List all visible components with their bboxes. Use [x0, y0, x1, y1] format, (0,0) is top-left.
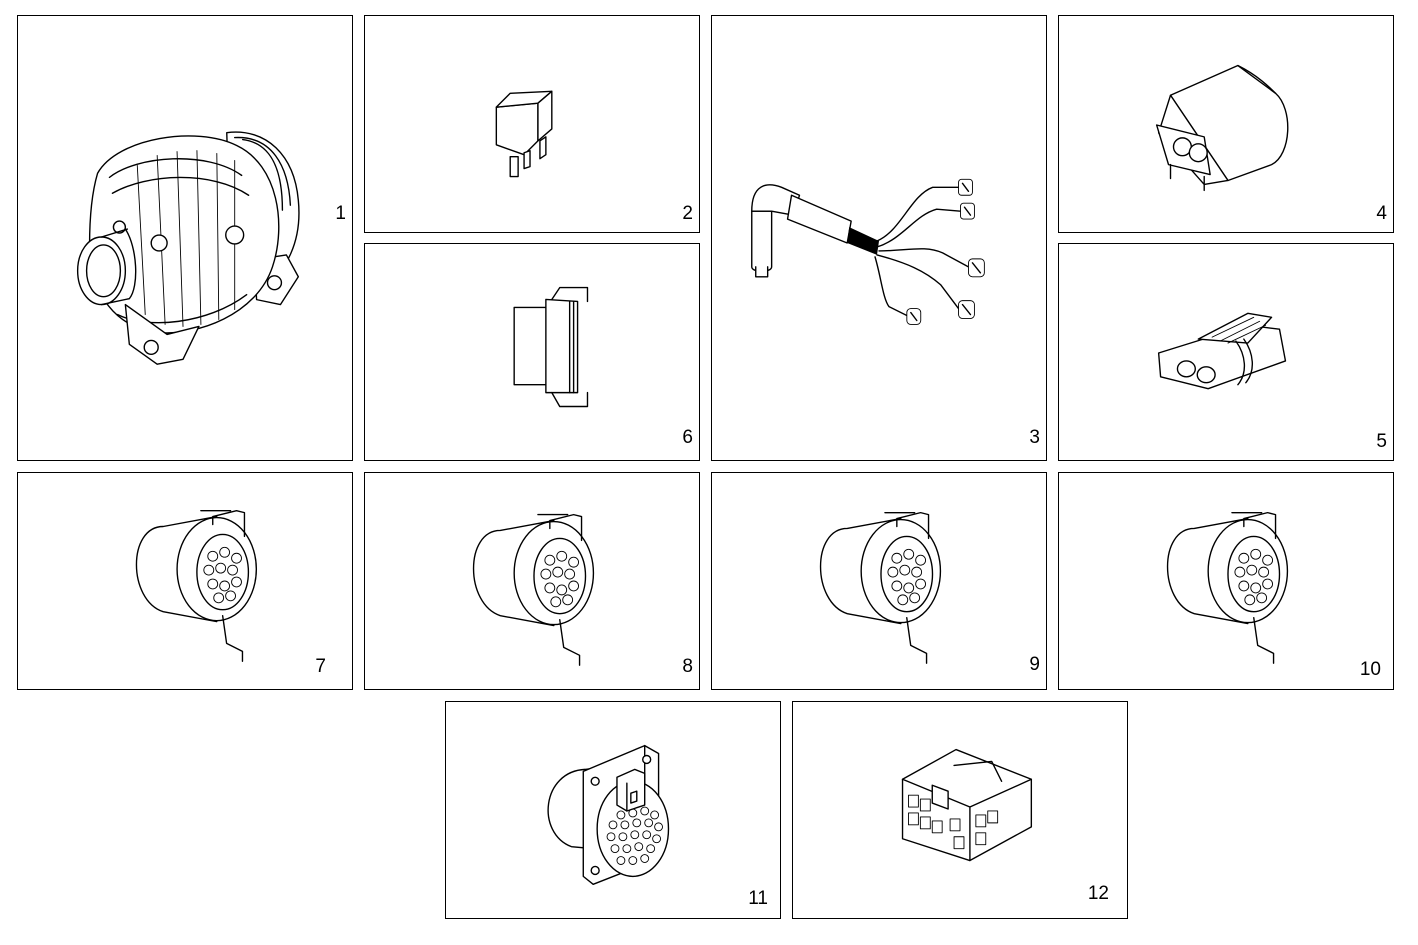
connector-housing-icon [513, 286, 589, 408]
panel-6[interactable]: 6 [364, 243, 700, 461]
panel-6-number: 6 [682, 427, 693, 448]
panel-2-number: 2 [682, 203, 693, 224]
wiring-harness-icon [751, 178, 985, 325]
panel-8[interactable]: 8 [364, 472, 700, 690]
two-pin-connector-icon [1155, 64, 1289, 192]
panel-3-number: 3 [1029, 427, 1040, 448]
multi-pin-plug-icon [901, 748, 1033, 862]
round-connector-icon [135, 509, 258, 662]
panel-12[interactable]: 12 [792, 701, 1128, 919]
flange-connector-icon [547, 744, 670, 886]
sealed-connector-icon [1157, 312, 1287, 390]
panel-3[interactable]: 3 [711, 15, 1047, 461]
panel-2[interactable]: 2 [364, 15, 700, 233]
panel-1[interactable]: 1 [17, 15, 353, 461]
panel-10[interactable]: 10 [1058, 472, 1394, 690]
panel-4[interactable]: 4 [1058, 15, 1394, 233]
panel-8-number: 8 [682, 656, 693, 677]
panel-9-number: 9 [1029, 654, 1040, 675]
panel-10-number: 10 [1359, 659, 1381, 680]
round-connector-icon [820, 511, 942, 664]
panel-4-number: 4 [1376, 203, 1387, 224]
relay-icon [495, 90, 553, 178]
panel-5-number: 5 [1376, 431, 1387, 452]
panel-1-number: 1 [335, 203, 346, 224]
panel-12-number: 12 [1087, 883, 1109, 904]
panel-11-number: 11 [748, 888, 768, 909]
panel-7-number: 7 [315, 656, 326, 677]
panel-5[interactable]: 5 [1058, 243, 1394, 461]
round-connector-icon [473, 513, 595, 666]
panel-11[interactable]: 11 [445, 701, 781, 919]
round-connector-icon [1167, 511, 1289, 664]
alternator-icon [76, 131, 300, 365]
panel-9[interactable]: 9 [711, 472, 1047, 690]
panel-7[interactable]: 7 [17, 472, 353, 690]
